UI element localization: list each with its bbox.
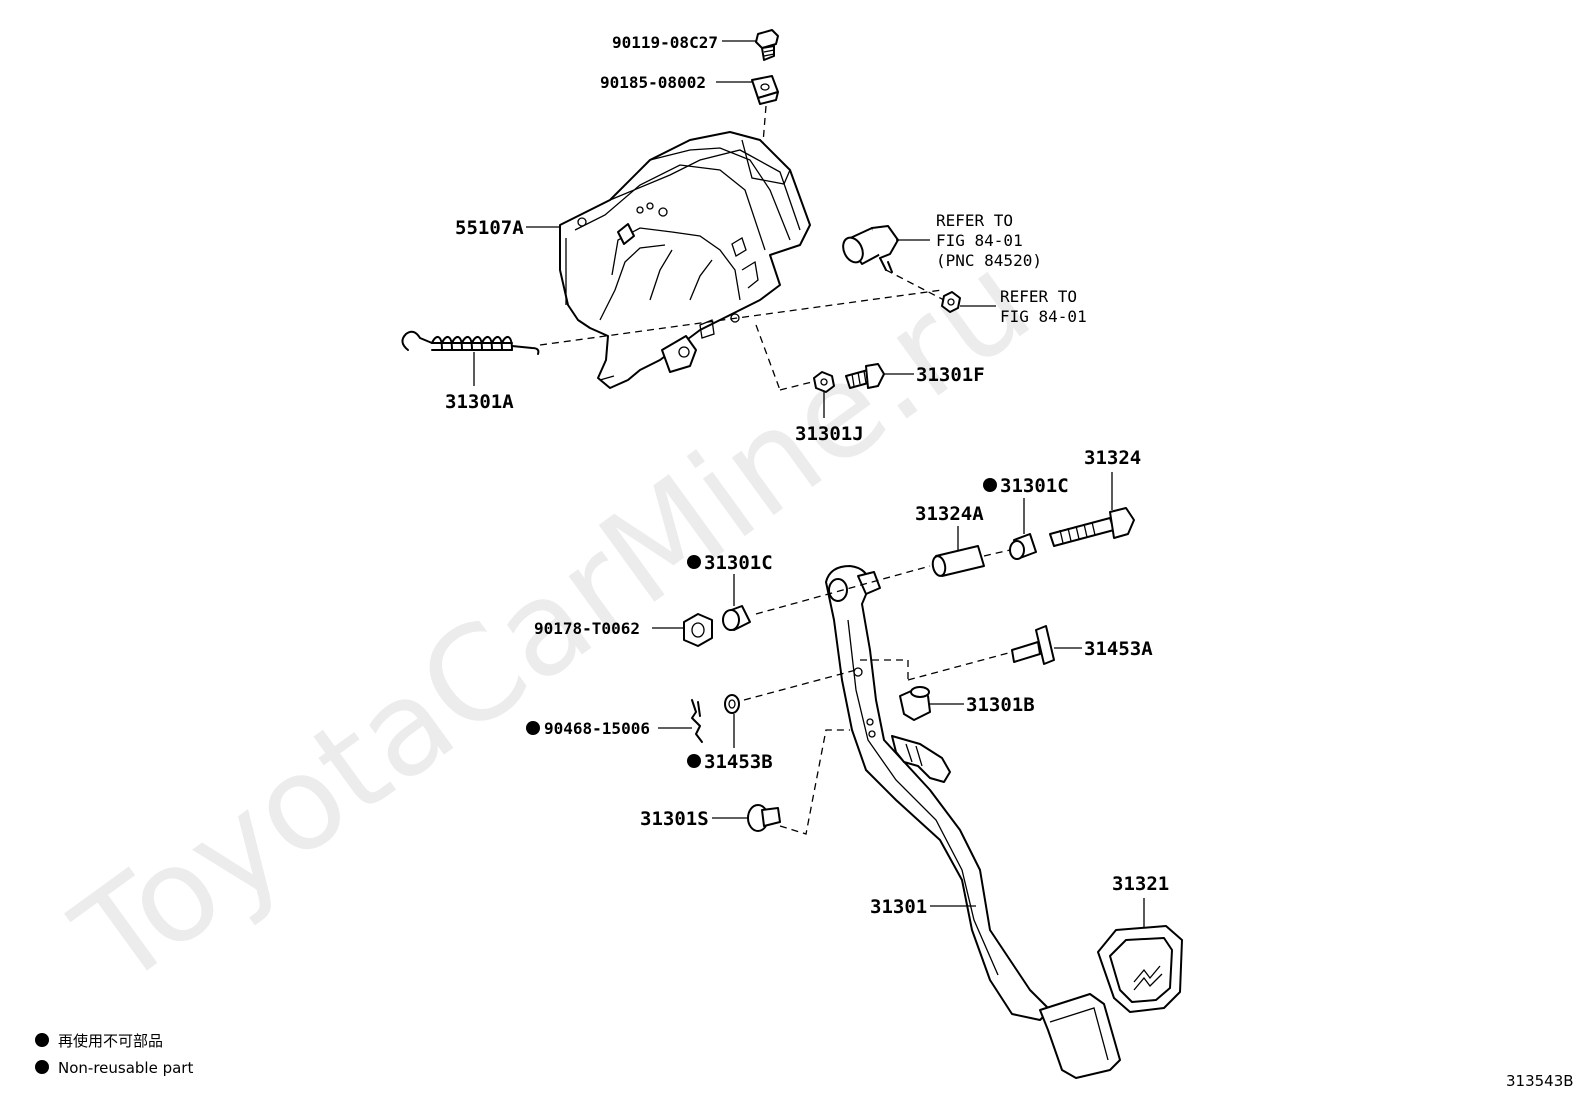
brake-pedal-arm-31301: [825, 565, 1051, 1021]
label-31301S: 31301S: [640, 808, 709, 830]
ref-nut-line2: FIG 84-01: [1000, 307, 1087, 326]
label-31301F: 31301F: [916, 364, 985, 386]
hex-nut-31301J-icon: [813, 371, 835, 393]
label-31301A: 31301A: [445, 391, 514, 413]
ref-nut-line1: REFER TO: [1000, 287, 1077, 306]
label-31301C-left: 31301C: [704, 552, 773, 574]
ref-sensor-line3: (PNC 84520): [936, 251, 1042, 270]
bolt-31324-icon: [1049, 507, 1135, 547]
label-90468-15006: 90468-15006: [544, 719, 650, 738]
bolt-90119-icon: [755, 29, 779, 61]
dash-sensor-to-nut: [885, 269, 945, 301]
clip-90468-icon: [691, 699, 703, 743]
dash-spring-to-nut: [539, 289, 943, 346]
label-31453A: 31453A: [1084, 638, 1153, 660]
dash-nut-horizontal: [779, 381, 813, 391]
non-reusable-mark-31301C-top: [983, 478, 997, 492]
legend-bullet-en: [35, 1060, 49, 1074]
dash-pivot-axis: [755, 565, 931, 615]
legend-text-en: Non-reusable part: [58, 1059, 193, 1077]
dash-pin-axis: [743, 669, 857, 701]
dash-pin-to-31453A: [907, 651, 1013, 681]
legend-text-jp: 再使用不可部品: [58, 1032, 163, 1050]
legend-bullet-jp: [35, 1033, 49, 1047]
bushing-31301C-left-icon: [722, 605, 751, 631]
stop-lamp-switch-icon: [842, 225, 899, 273]
bushing-31453B-icon: [724, 694, 740, 714]
clip-nut-90185-icon: [751, 75, 779, 105]
non-reusable-mark-31301C-left: [687, 555, 701, 569]
ref-sensor-line2: FIG 84-01: [936, 231, 1023, 250]
return-spring-31301A: [401, 330, 540, 355]
dash-collar-to-bushing: [983, 549, 1011, 557]
stopper-31301S-icon: [747, 804, 781, 832]
pedal-pad-31301: [1039, 993, 1121, 1079]
label-31301B: 31301B: [966, 694, 1035, 716]
label-31301: 31301: [870, 896, 927, 918]
non-reusable-mark-31453B: [687, 754, 701, 768]
pedal-pad-cover-31321: [1097, 925, 1183, 1013]
ref-sensor-line1: REFER TO: [936, 211, 1013, 230]
bolt-31301F-icon: [845, 363, 885, 389]
collar-31324A-icon: [931, 545, 985, 577]
clevis-pin-31453A-icon: [1011, 625, 1055, 665]
dash-stopper-to-arm: [779, 729, 850, 835]
nut-90178-icon: [683, 613, 713, 647]
label-90178-T0062: 90178-T0062: [534, 619, 640, 638]
hex-nut-ref-icon: [941, 291, 961, 313]
pedal-bracket-55107A: [559, 131, 811, 389]
label-90185-08002: 90185-08002: [600, 73, 706, 92]
label-31301J: 31301J: [795, 423, 864, 445]
diagram-code: 313543B: [1506, 1072, 1574, 1090]
label-90119-08C27: 90119-08C27: [612, 33, 718, 52]
label-55107A: 55107A: [455, 217, 524, 239]
bushing-31301C-top-icon: [1009, 533, 1037, 560]
label-31321: 31321: [1112, 873, 1169, 895]
label-31324: 31324: [1084, 447, 1141, 469]
label-31301C-top: 31301C: [1000, 475, 1069, 497]
cushion-31301B-icon: [899, 686, 931, 721]
label-31324A: 31324A: [915, 503, 984, 525]
non-reusable-mark-90468: [526, 721, 540, 735]
label-31453B: 31453B: [704, 751, 773, 773]
